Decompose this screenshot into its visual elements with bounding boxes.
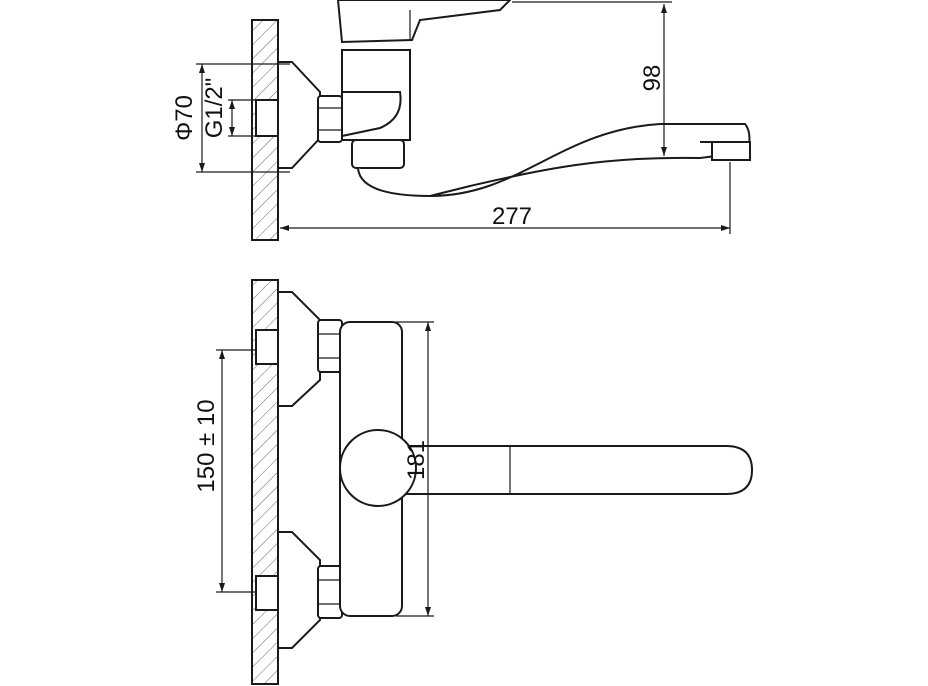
spout-side [357,123,751,198]
spout-hub [339,429,417,507]
inlet-nipple-upper [255,329,279,365]
inlet-nipple-lower [255,575,279,611]
mixer-body-top [341,49,411,141]
front-view: 150 ± 10 181 [193,279,754,685]
dim-277-label: 277 [492,203,532,230]
dim-g12-label: G1/2" [201,78,228,139]
dim-phi70-label: Φ70 [171,95,198,141]
inlet-nipple-top [255,99,279,137]
flange-lower [278,531,321,649]
hex-nut-top [317,95,343,143]
flange-upper [278,291,321,407]
dim-98-label: 98 [639,65,666,92]
aerator [711,141,751,161]
spout-front [379,445,754,495]
side-view: 98 277 Φ70 G1/2" [171,0,751,241]
dim-181-label: 181 [403,440,430,480]
hex-nut-lower [317,565,343,619]
spout-collar [351,139,405,169]
dim-150-label: 150 ± 10 [193,399,220,492]
flange-top [278,61,321,169]
hex-nut-upper [317,319,343,373]
lever-handle [336,0,512,44]
